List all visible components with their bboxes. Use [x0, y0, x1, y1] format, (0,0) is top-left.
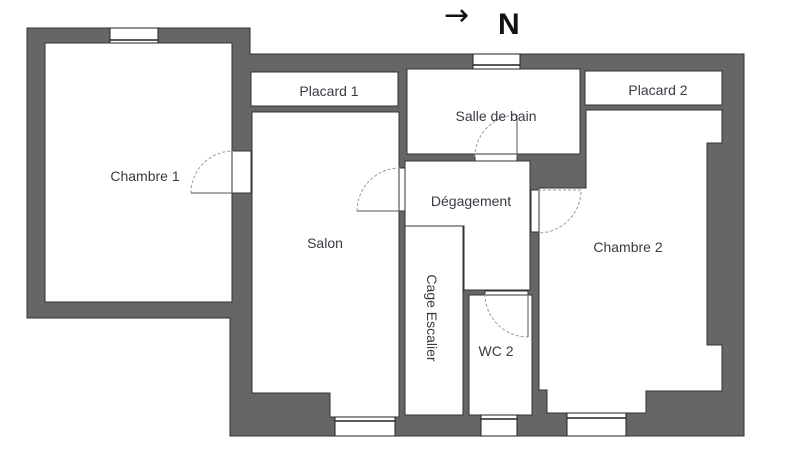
door-chambre1: [231, 150, 252, 194]
room-cage-escalier: [404, 225, 464, 416]
label-chambre1: Chambre 1: [110, 168, 180, 184]
door-salon: [398, 167, 406, 212]
window-salle-de-bain: [472, 53, 521, 70]
door-salle-de-bain: [474, 153, 518, 162]
label-salon: Salon: [307, 235, 343, 251]
north-arrow-icon: →: [444, 0, 470, 33]
room-salon: [251, 111, 400, 418]
room-chambre2: [538, 109, 723, 414]
label-cage-escalier: Cage Escalier: [424, 274, 440, 362]
window-wc2: [480, 414, 518, 437]
label-chambre2: Chambre 2: [593, 239, 663, 255]
room-chambre1: [44, 42, 233, 303]
north-label: N: [498, 8, 520, 41]
window-chambre2: [566, 412, 627, 437]
label-salle-de-bain: Salle de bain: [455, 108, 537, 124]
room-salle-de-bain: [406, 68, 581, 155]
label-placard2: Placard 2: [628, 82, 688, 98]
doors: [190, 114, 582, 338]
room-wc2: [468, 294, 533, 416]
room-placard1: [250, 71, 399, 107]
door-wc2: [484, 290, 529, 296]
label-degagement: Dégagement: [430, 193, 512, 209]
room-placard2: [584, 70, 723, 106]
label-wc2: WC 2: [478, 343, 514, 359]
window-salon: [334, 416, 396, 437]
rooms: [44, 42, 723, 418]
windows: [109, 27, 627, 437]
door-chambre2: [530, 189, 540, 233]
label-placard1: Placard 1: [299, 83, 359, 99]
